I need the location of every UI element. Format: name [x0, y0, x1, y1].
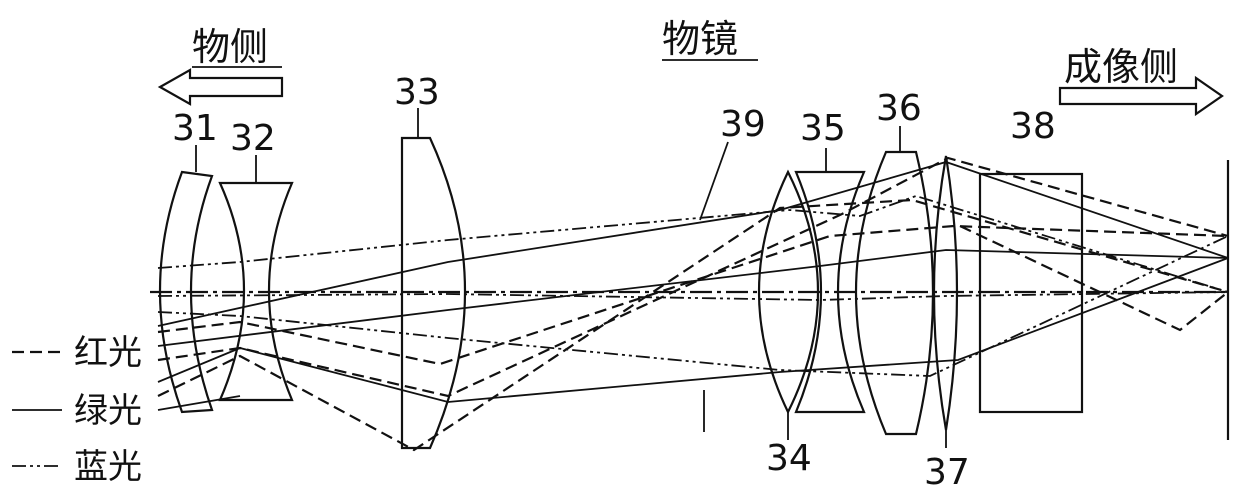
label-38: 38 [1010, 106, 1056, 147]
label-32: 32 [230, 118, 276, 159]
leader-39 [700, 142, 728, 220]
label-34: 34 [766, 438, 812, 479]
diagram-title: 物镜 [662, 17, 738, 61]
label-31: 31 [172, 108, 218, 149]
label-37: 37 [924, 452, 970, 493]
left-arrow-icon [160, 70, 282, 104]
image-side-label: 成像侧 [1064, 45, 1178, 89]
label-35: 35 [800, 108, 846, 149]
label-36: 36 [876, 88, 922, 129]
label-39: 39 [720, 104, 766, 145]
block-38 [980, 174, 1082, 412]
object-side-label: 物侧 [192, 25, 268, 69]
legend-red-label: 红光 [74, 333, 142, 373]
legend-green-label: 绿光 [74, 391, 142, 431]
label-33: 33 [394, 72, 440, 113]
legend-blue-label: 蓝光 [74, 447, 142, 487]
lens-36 [856, 152, 933, 434]
lens-37 [934, 156, 957, 430]
